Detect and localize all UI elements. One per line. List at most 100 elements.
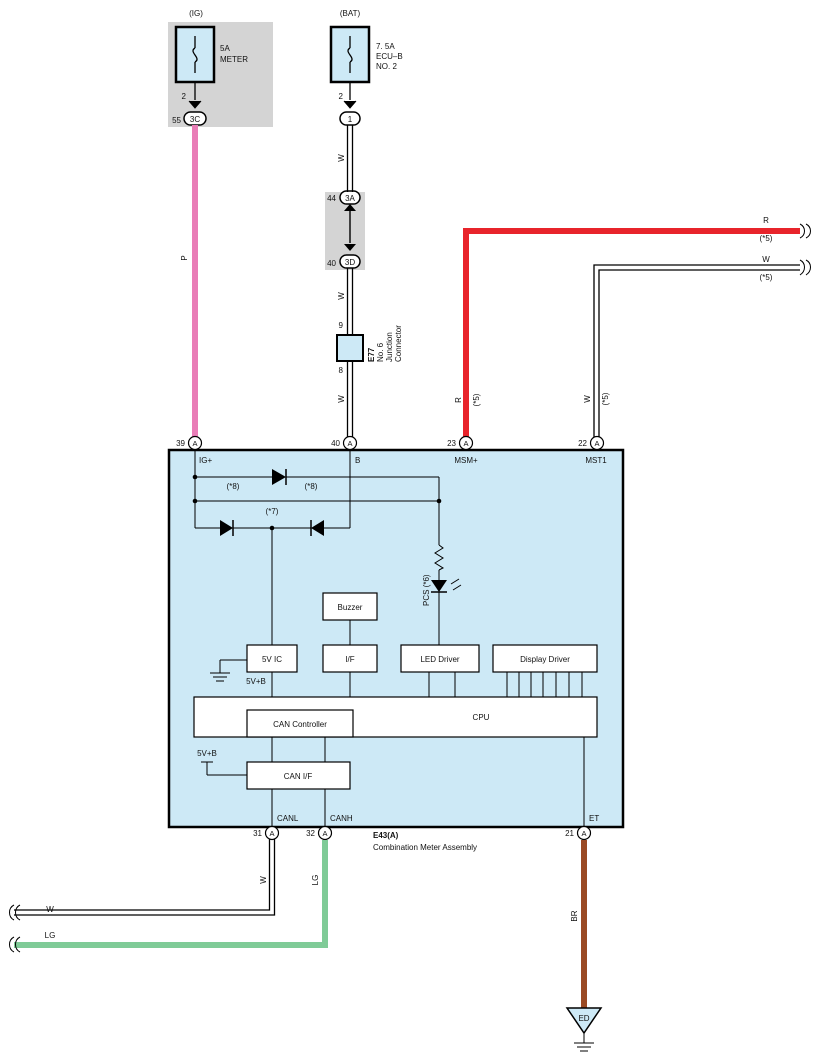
5v-b-label-1: 5V+B [246,677,266,686]
bat-connector-oval [339,111,361,126]
jc-line1: No. 6 [376,342,385,362]
terminal-canh: 32 A [306,825,333,841]
wire-break-icon [9,904,15,921]
junction-block: 44 3A 40 3D [325,190,365,270]
power-circuit [194,450,440,645]
diode-icon [311,520,324,536]
terminal-msm-circle [458,435,474,451]
wire-r-label: R [454,397,463,403]
right-r-note: (*5) [760,234,773,243]
can-controller-label: CAN Controller [273,720,327,729]
junction-dot [436,498,442,504]
wire-break-icon [805,223,811,239]
5v-ic-label: 5V IC [262,655,282,664]
terminal-mst-id: A [594,439,599,448]
terminal-et-label: ET [589,814,599,823]
wire-w-mst-label: W [583,395,592,403]
wire-w-mst-a [593,264,800,437]
wire-break-icon [799,223,805,239]
ig-fuse-rating: 5A [220,44,230,53]
led-icon [431,580,447,592]
wire-break-icon [799,259,805,276]
terminal-et-num: 21 [565,829,574,838]
jb-bot-pin: 40 [327,259,336,268]
wire-r-note: (*5) [472,393,481,406]
terminal-ig-num: 39 [176,439,185,448]
terminal-canl-circle [264,825,280,841]
ig-conn-pin: 55 [172,116,181,125]
bat-fuse-name2: NO. 2 [376,62,397,71]
note-8b: (*8) [305,482,318,491]
ig-fuse-pin: 2 [182,92,187,101]
terminal-mst-circle [589,435,605,451]
terminal-canl-label: CANL [277,814,299,823]
meter-code: E43(A) [373,831,399,840]
ig-fuse-name: METER [220,55,248,64]
wire-break-icon [15,936,21,953]
terminal-et: 21 A [565,825,592,841]
wire-canh-label: LG [311,875,320,886]
wire-r [463,228,800,437]
terminal-canl: 31 A [253,825,280,841]
junction-dot [192,474,198,480]
wire-w-bat-label-1: W [337,154,346,162]
can-controller-block [246,709,354,738]
terminal-ig-id: A [192,439,197,448]
bat-conn-id: 1 [348,115,353,124]
wire-w-mst-b [598,269,800,437]
terminal-b-circle [342,435,358,451]
wire-canh [14,840,328,948]
ig-fuse-group: (IG) 5A METER 2 55 3C [168,9,273,127]
wire-w-mst [593,264,800,437]
bat-fuse-group: (BAT) 7. 5A ECU–B NO. 2 2 1 [329,9,403,126]
wire-canl [14,839,276,916]
ig-supply-label: (IG) [189,9,203,18]
bat-fuse-name1: ECU–B [376,52,403,61]
can-if-label: CAN I/F [284,772,313,781]
can-if-block [246,761,351,790]
terminal-b-num: 40 [331,439,340,448]
note-8a: (*8) [227,482,240,491]
ig-conn-id: 3C [190,115,200,124]
ground-ed: ED [565,1007,603,1052]
jb-top-id: 3A [345,194,355,203]
led-ray [452,584,462,591]
terminal-canl-num: 31 [253,829,262,838]
junction-connector-e77: 9 8 E77 No. 6 Junction Connector [336,321,403,375]
wire-canl-a [14,839,271,911]
bat-fuse-rating: 7. 5A [376,42,395,51]
fuse-icon [192,47,198,63]
terminal-b: 40 A B [331,435,360,465]
wire-break-icon [15,904,21,921]
terminal-et-circle [576,825,592,841]
pcs-label: PCS (*6) [422,574,431,606]
right-w-label: W [762,255,770,264]
jc-line2: Junction [385,332,394,362]
left-w-label: W [46,905,54,914]
jc-pin-top: 9 [339,321,344,330]
meter-name: Combination Meter Assembly [373,843,477,852]
connector-arrow-icon [344,204,356,211]
terminal-mst: 22 A MST1 [578,435,607,465]
wire-break-icon [9,936,15,953]
bat-fuse-pin: 2 [339,92,344,101]
terminal-ig-label: IG+ [199,456,212,465]
5v-ic-block [246,644,298,673]
terminal-b-id: A [347,439,352,448]
display-driver-block [492,644,598,673]
right-r-label: R [763,216,769,225]
terminal-canh-circle [317,825,333,841]
jb-bot-id: 3D [345,258,355,267]
if-block [322,644,378,673]
terminal-canh-num: 32 [306,829,315,838]
junction-dot [192,498,198,504]
display-driver-label: Display Driver [520,655,570,664]
left-lg-label: LG [45,931,56,940]
terminal-mst-num: 22 [578,439,587,448]
terminal-ig: 39 A IG+ [176,435,212,465]
wire-w-bat [346,125,354,437]
junction-dot [269,525,275,531]
wire-p-label: P [180,255,189,260]
wire-et-label: BR [570,910,579,921]
